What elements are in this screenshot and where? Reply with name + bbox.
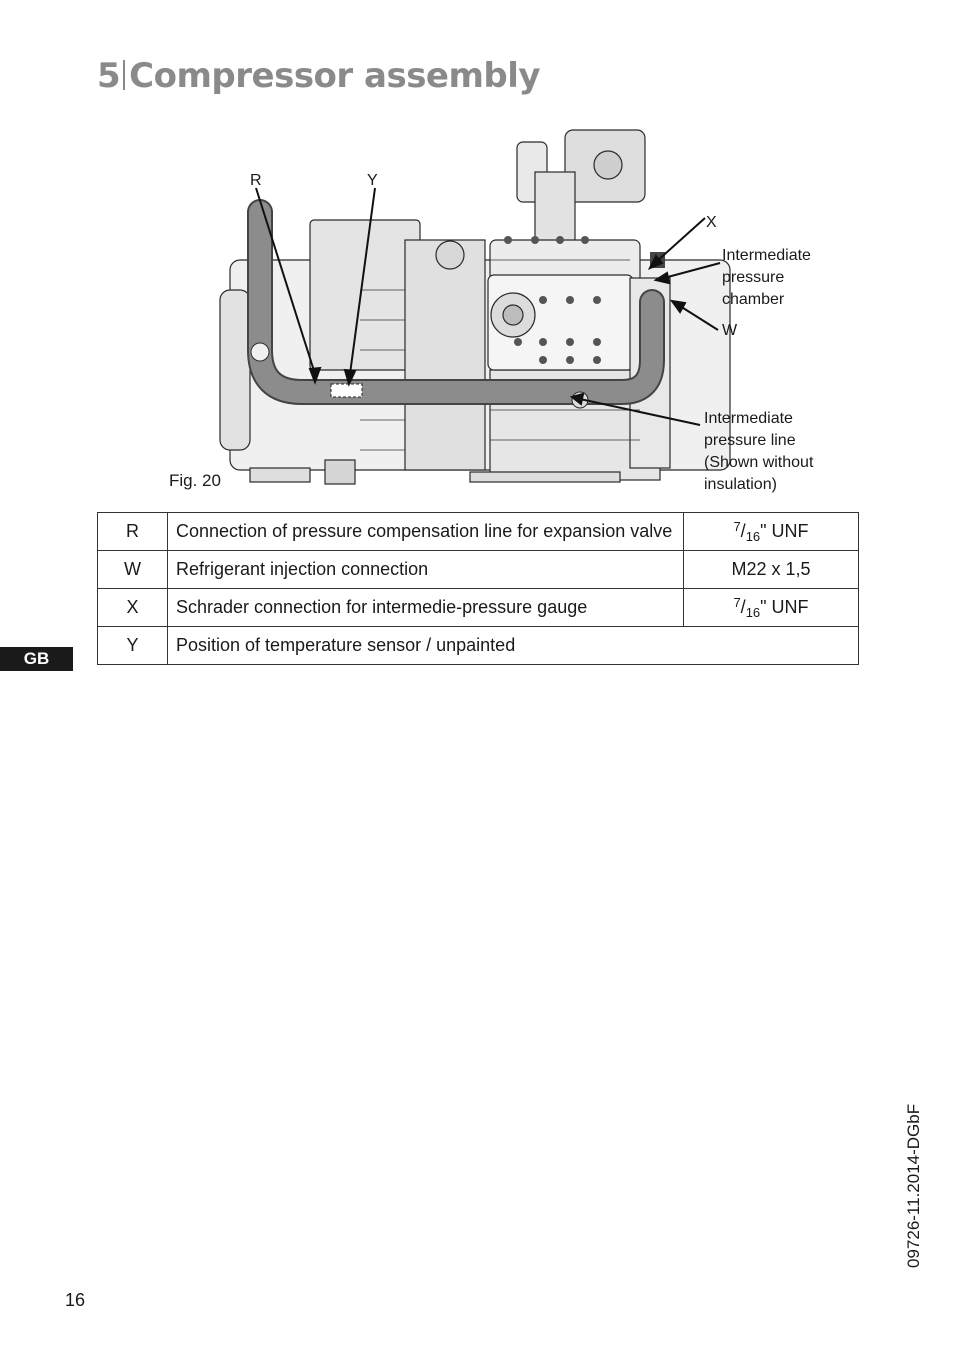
fraction-denominator: 16 [745, 529, 761, 544]
compressor-drawing [219, 129, 731, 485]
line-label-line: (Shown without [704, 454, 814, 471]
table-row: W Refrigerant injection connection M22 x… [97, 550, 859, 589]
label-intermediate-pressure-line: Intermediate pressure line (Shown withou… [704, 408, 813, 496]
row-key: R [97, 512, 168, 551]
row-key: Y [97, 626, 168, 665]
section-number: 5 [97, 56, 121, 96]
line-label-line: pressure line [704, 432, 796, 449]
fraction-numerator: 7 [733, 519, 741, 534]
line-label-line: Intermediate [704, 410, 793, 427]
row-description: Position of temperature sensor / unpaint… [167, 626, 859, 665]
row-description: Refrigerant injection connection [167, 550, 684, 589]
page-number: 16 [65, 1290, 86, 1310]
fraction-numerator: 7 [733, 595, 741, 610]
chamber-label-line: Intermediate [722, 247, 811, 264]
line-label-line: insulation) [704, 476, 777, 493]
title-separator [123, 60, 126, 90]
label-x: X [706, 214, 717, 231]
document-code: 09726-11.2014-DGbF [904, 1103, 923, 1268]
label-intermediate-pressure-chamber: Intermediate pressure chamber [722, 245, 811, 311]
figure-caption: Fig. 20 [169, 471, 221, 490]
legend-table: R Connection of pressure compensation li… [97, 512, 859, 665]
label-y: Y [367, 172, 378, 189]
table-row: Y Position of temperature sensor / unpai… [97, 626, 859, 665]
chamber-label-line: chamber [722, 291, 785, 308]
row-key: X [97, 588, 168, 627]
row-value: M22 x 1,5 [683, 550, 859, 589]
row-description: Schrader connection for intermedie-press… [167, 588, 684, 627]
row-value: 7/16" UNF [683, 512, 859, 551]
fraction-denominator: 16 [745, 605, 761, 620]
row-key: W [97, 550, 168, 589]
chamber-label-line: pressure [722, 269, 785, 286]
thread-unit: " UNF [760, 597, 809, 617]
thread-unit: " UNF [760, 521, 809, 541]
label-w: W [722, 322, 738, 339]
row-description: Connection of pressure compensation line… [167, 512, 684, 551]
row-value: 7/16" UNF [683, 588, 859, 627]
table-row: R Connection of pressure compensation li… [97, 512, 859, 551]
table-row: X Schrader connection for intermedie-pre… [97, 588, 859, 627]
label-r: R [250, 172, 262, 189]
section-title: Compressor assembly [129, 56, 541, 96]
language-tab: GB [0, 647, 73, 671]
compressor-figure: R Y X W Intermediate pressure chamber In… [160, 120, 840, 505]
